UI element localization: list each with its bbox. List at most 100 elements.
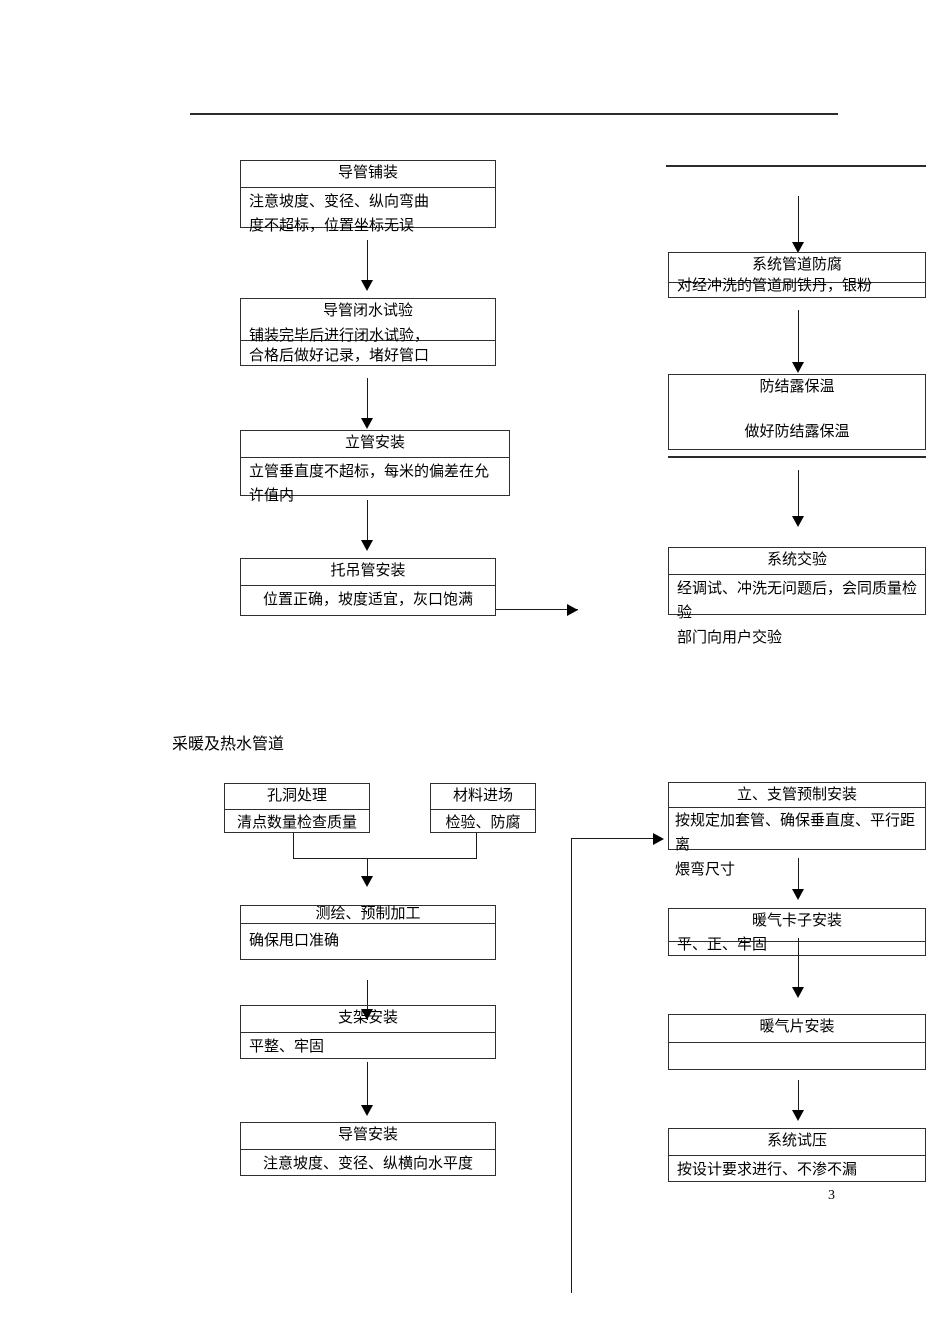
node-daoguan-anzhuang: 导管安装 注意坡度、变径、纵横向水平度 [240,1122,496,1176]
node-body-line: 做好防结露保温 [744,422,850,440]
connector-line [367,500,368,542]
connector-line [798,938,799,996]
arrow-down-icon [792,987,804,998]
connector-line [367,240,368,282]
node-daoguan-bishui-shiyan: 导管闭水试验 铺装完毕后进行闭水试验， 合格后做好记录，堵好管口 [240,298,496,366]
node-body-line: 许值内 [249,486,295,505]
node-divider [241,457,509,458]
node-title: 材料进场 [452,786,513,804]
node-liguan-anzhuang: 立管安装 立管垂直度不超标，每米的偏差在允 许值内 [240,430,510,504]
node-body-line: 度不超标，位置坐标无误 [249,216,415,235]
node-divider [669,1155,925,1156]
node-zhijia-anzhuang: 支架安装 平整、牢固 [240,1005,496,1059]
node-kongdong-chuli: 孔洞处理 清点数量检查质量 [224,783,370,833]
node-title: 暖气卡子安装 [751,911,842,929]
connector-line [798,858,799,896]
connector-line [496,609,578,610]
node-divider [669,807,925,808]
node-body-line: 位置正确，坡度适宜，灰口饱满 [262,590,473,608]
node-divider [241,1149,495,1150]
node-body-line: 按设计要求进行、不渗不漏 [677,1160,858,1178]
node-title: 孔洞处理 [266,786,327,804]
arrow-down-icon [361,280,373,291]
node-title: 托吊管安装 [330,561,406,579]
node-divider [241,340,495,341]
node-divider [669,1042,925,1043]
page-number: 3 [828,1188,835,1203]
node-body-line: 铺装完毕后进行闭水试验， [249,326,430,344]
node-body-line: 对经冲洗的管道刷铁丹，银粉 [677,276,873,294]
arrow-down-icon [792,362,804,373]
connector-line [293,833,294,859]
connector-line [367,980,368,1020]
header-rule-right [666,165,926,167]
arrow-right-icon [653,833,664,845]
node-divider [431,809,535,810]
node-body-line: 注意坡度、变径、纵向弯曲 [249,192,430,210]
section-heading: 采暖及热水管道 [172,734,285,753]
node-nuanqi-kazi-anzhuang: 暖气卡子安装 平、正、牢固 [668,908,926,956]
node-title: 支架安装 [337,1008,398,1026]
node-divider [669,574,925,575]
node-body-line: 合格后做好记录，堵好管口 [249,346,430,364]
node-cailiao-jinchang: 材料进场 检验、防腐 [430,783,536,833]
arrow-down-icon [792,242,804,253]
connector-line [367,1062,368,1110]
node-body-line: 经调试、冲洗无问题后，会同质量检验 [677,579,918,622]
node-divider [241,1032,495,1033]
node-body-line: 煨弯尺寸 [675,859,736,878]
node-body-line: 立管垂直度不超标，每米的偏差在允 [249,462,490,480]
section-rule-right [668,456,926,458]
node-body-line: 检验、防腐 [445,813,521,831]
node-title: 立管安装 [344,433,405,451]
node-nuanqipian-anzhuang: 暖气片安装 [668,1014,926,1070]
arrow-down-icon [361,418,373,429]
node-title: 导管安装 [337,1125,398,1143]
arrow-down-icon [792,1110,804,1121]
node-title: 立、支管预制安装 [736,785,857,803]
header-rule-left [190,113,838,115]
arrow-down-icon [361,540,373,551]
node-title: 导管铺装 [337,163,398,181]
node-title: 导管闭水试验 [322,301,413,319]
node-fangjielu-baowen: 防结露保温 做好防结露保温 [668,374,926,450]
arrow-down-icon [361,876,373,887]
node-divider [669,941,925,942]
arrow-down-icon [792,889,804,900]
arrow-down-icon [361,1105,373,1116]
arrow-down-icon [361,1009,373,1020]
node-li-zhiguan-yuzhi-anzhuang: 立、支管预制安装 按规定加套管、确保垂直度、平行距离 煨弯尺寸 [668,782,926,878]
node-body-line: 注意坡度、变径、纵横向水平度 [262,1154,473,1172]
node-body-line: 平整、牢固 [249,1037,325,1055]
node-body-line: 平、正、牢固 [677,935,768,953]
connector-line [798,470,799,518]
connector-line [798,196,799,244]
connector-line [367,378,368,420]
node-xitong-shiya: 系统试压 按设计要求进行、不渗不漏 [668,1128,926,1182]
node-title: 防结露保温 [759,377,835,395]
node-divider [225,809,369,810]
node-xitong-guandao-fangfu: 系统管道防腐 对经冲洗的管道刷铁丹，银粉 [668,252,926,298]
connector-line [571,838,658,839]
connector-line [476,833,477,859]
arrow-down-icon [792,516,804,527]
arrow-right-icon [567,604,578,616]
node-body-line: 按规定加套管、确保垂直度、平行距离 [675,811,916,854]
connector-line [798,1080,799,1118]
node-divider [669,282,925,283]
node-divider [241,923,495,924]
node-title: 系统交验 [766,550,827,568]
node-tuodiaoguan-anzhuang: 托吊管安装 位置正确，坡度适宜，灰口饱满 [240,558,496,616]
node-body-line: 确保甩口准确 [249,931,340,949]
node-cehui-yuzhi-jiagong: 测绘、预制加工 确保甩口准确 [240,904,496,960]
node-daoguan-puzhuang: 导管铺装 注意坡度、变径、纵向弯曲 度不超标，位置坐标无误 [240,160,496,234]
node-title: 测绘、预制加工 [315,904,421,922]
node-body-line: 部门向用户交验 [677,627,783,646]
connector-line [367,858,368,880]
connector-line [571,838,572,1293]
node-title: 系统试压 [766,1131,827,1149]
node-title: 暖气片安装 [759,1017,835,1035]
node-divider [241,187,495,188]
node-body-line: 清点数量检查质量 [236,813,357,831]
